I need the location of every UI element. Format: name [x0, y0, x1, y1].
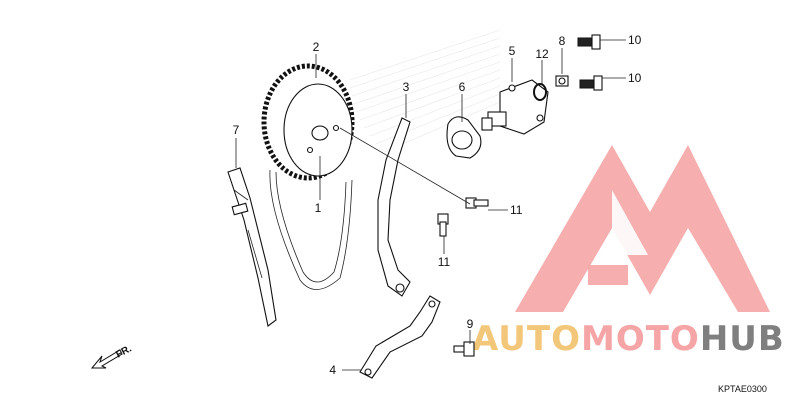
front-direction-label: FR.	[114, 343, 134, 360]
watermark-text: AUTOMOTOHUB	[472, 319, 785, 359]
part-9-bolt	[453, 341, 475, 357]
front-direction-arrow-icon: FR.	[90, 343, 134, 369]
watermark-logo-icon	[515, 145, 770, 312]
part-8-sealing-bolt	[555, 75, 569, 87]
part-7-cam-chain-guide	[227, 167, 277, 327]
callout-7: 7	[233, 123, 240, 137]
callout-6: 6	[459, 80, 466, 94]
callout-8: 8	[559, 34, 566, 48]
honda-wing-background-icon	[349, 29, 501, 153]
part-12-o-ring	[533, 83, 547, 101]
callout-12: 12	[535, 47, 549, 61]
callout-10-lower: 10	[628, 71, 642, 85]
part-4-bracket	[359, 295, 441, 379]
part-11-bolt-left	[437, 213, 449, 237]
callout-10-upper: 10	[628, 33, 642, 47]
part-10-bolt-lower	[579, 75, 603, 91]
callout-11-left: 11	[438, 255, 451, 269]
watermark-auto: AUTO	[472, 319, 581, 359]
callout-labels: 2 3 6 5 12 8 10 10 7 1 11 11 4 9	[233, 33, 642, 377]
part-1-cam-chain	[269, 169, 353, 290]
callout-11-right: 11	[510, 203, 523, 217]
part-6-gasket	[446, 116, 482, 159]
part-10-bolt-upper	[577, 34, 601, 50]
callout-9: 9	[467, 317, 474, 331]
part-2-cam-sprocket	[261, 63, 355, 181]
part-11-bolt-right	[465, 197, 489, 209]
callout-leaders	[235, 39, 626, 371]
part-5-tensioner-lifter	[481, 79, 549, 135]
callout-5: 5	[509, 44, 516, 58]
callout-4: 4	[329, 363, 336, 377]
callout-1: 1	[315, 201, 322, 215]
drawing-code: KPTAE0300	[718, 384, 767, 394]
watermark-hub: HUB	[700, 319, 785, 359]
watermark-moto: MOTO	[581, 319, 700, 359]
callout-3: 3	[403, 80, 410, 94]
callout-2: 2	[313, 40, 320, 54]
part-3-tensioner-arm	[377, 117, 411, 297]
